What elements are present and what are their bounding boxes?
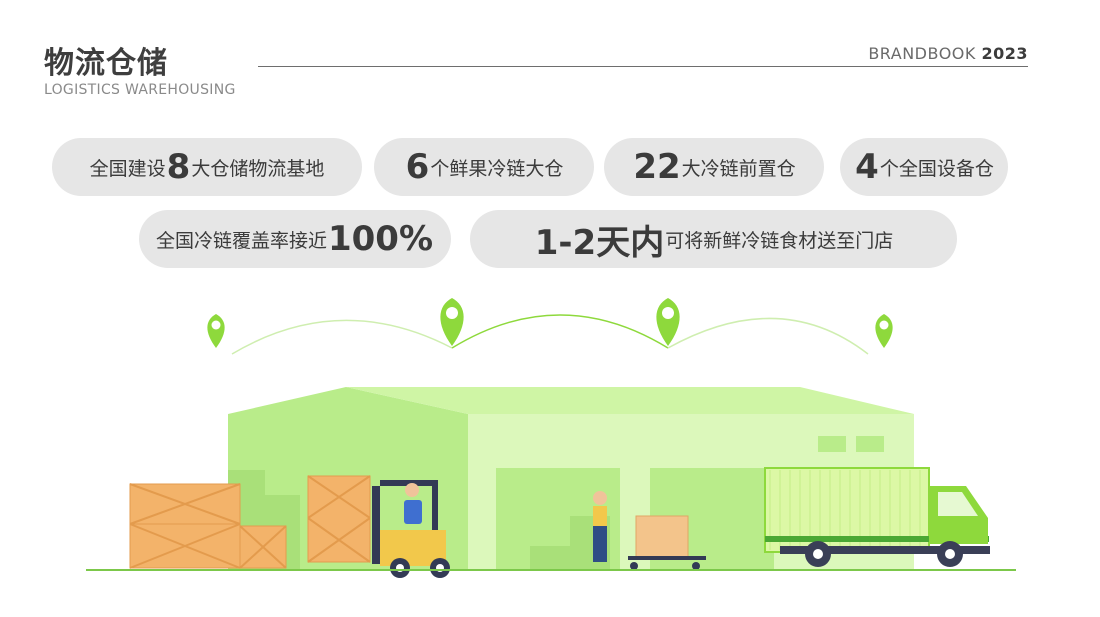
forklift-icon [372,480,450,578]
stat-pre: 全国建设 [89,157,166,180]
location-pin-icon [656,298,680,346]
worker-icon [593,491,706,570]
header-divider [258,66,1028,67]
stat-number: 6 [405,147,430,187]
route-arc [667,317,869,355]
stat-number: 1-2天内 [534,222,665,263]
brandbook-label: BRANDBOOK 2023 [868,44,1028,63]
stat-pill-delivery: 1-2天内可将新鲜冷链食材送至门店 [470,210,957,268]
route-arc [231,319,453,355]
stat-number: 100% [327,219,434,259]
stat-post: 个鲜果冷链大仓 [430,157,564,180]
route-arc [451,314,669,349]
brand-year: 2023 [981,44,1028,63]
stat-number: 4 [855,147,879,187]
brand-text: BRANDBOOK [868,44,976,63]
stat-number: 22 [633,147,681,187]
stat-post: 可将新鲜冷链食材送至门店 [665,229,894,252]
truck-icon [764,467,990,567]
stat-pre: 全国冷链覆盖率接近 [155,229,327,252]
stat-number: 8 [166,147,191,187]
stat-post: 大冷链前置仓 [681,157,796,180]
stat-post: 个全国设备仓 [879,157,994,180]
page-title: 物流仓储 [44,46,168,81]
logistics-illustration [86,298,1016,578]
ground-line [86,569,1016,571]
location-pin-icon [440,298,464,346]
cargo-boxes [129,475,371,569]
location-pin-icon [875,314,893,348]
stat-post: 大仓储物流基地 [191,157,325,180]
location-pin-icon [207,314,225,348]
page-subtitle: LOGISTICS WAREHOUSING [44,82,236,98]
